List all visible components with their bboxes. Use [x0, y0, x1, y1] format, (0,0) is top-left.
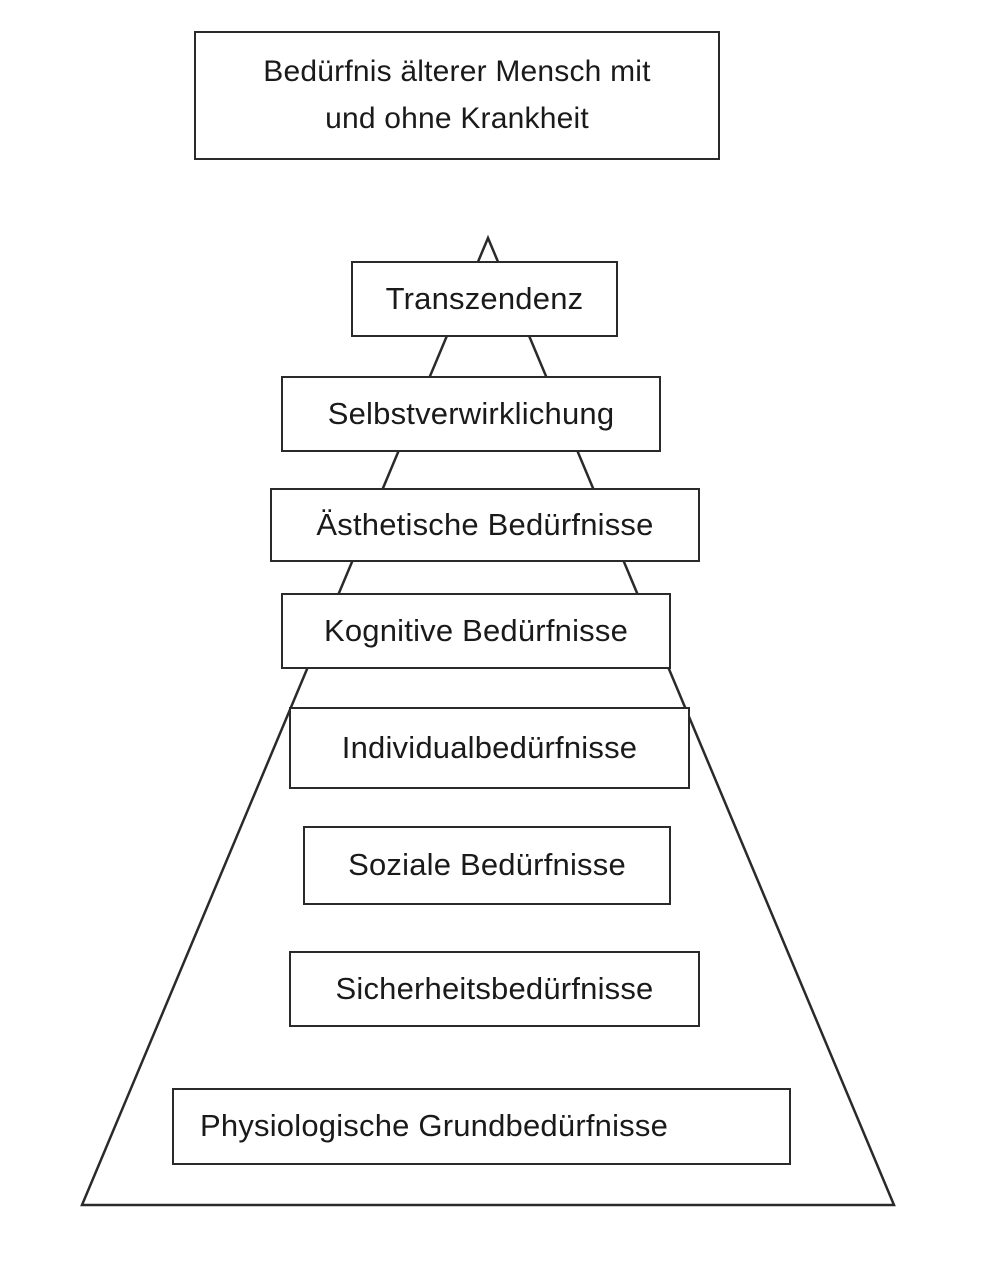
level-aesthetische-beduerfnisse: Ästhetische Bedürfnisse	[270, 488, 700, 562]
level-label: Individualbedürfnisse	[341, 729, 638, 765]
level-label: Sicherheitsbedürfnisse	[335, 970, 654, 1006]
level-soziale-beduerfnisse: Soziale Bedürfnisse	[303, 826, 671, 905]
level-label: Ästhetische Bedürfnisse	[316, 506, 654, 542]
level-physiologische-grundbeduerfnisse: Physiologische Grundbedürfnisse	[172, 1088, 791, 1165]
level-label: Kognitive Bedürfnisse	[323, 612, 629, 648]
level-individualbeduerfnisse: Individualbedürfnisse	[289, 707, 690, 789]
level-selbstverwirklichung: Selbstverwirklichung	[281, 376, 661, 452]
level-kognitive-beduerfnisse: Kognitive Bedürfnisse	[281, 593, 671, 669]
diagram-title: Bedürfnis älterer Mensch mit und ohne Kr…	[263, 49, 650, 142]
level-transzendenz: Transzendenz	[351, 261, 618, 337]
level-label: Soziale Bedürfnisse	[348, 847, 626, 883]
level-label: Transzendenz	[385, 280, 584, 316]
level-label: Physiologische Grundbedürfnisse	[200, 1108, 669, 1144]
level-sicherheitsbeduerfnisse: Sicherheitsbedürfnisse	[289, 951, 700, 1027]
diagram-title-line-1: Bedürfnis älterer Mensch mit	[263, 55, 651, 88]
diagram-title-box: Bedürfnis älterer Mensch mit und ohne Kr…	[194, 31, 720, 160]
diagram-title-line-2: und ohne Krankheit	[325, 101, 589, 135]
level-label: Selbstverwirklichung	[327, 395, 615, 431]
